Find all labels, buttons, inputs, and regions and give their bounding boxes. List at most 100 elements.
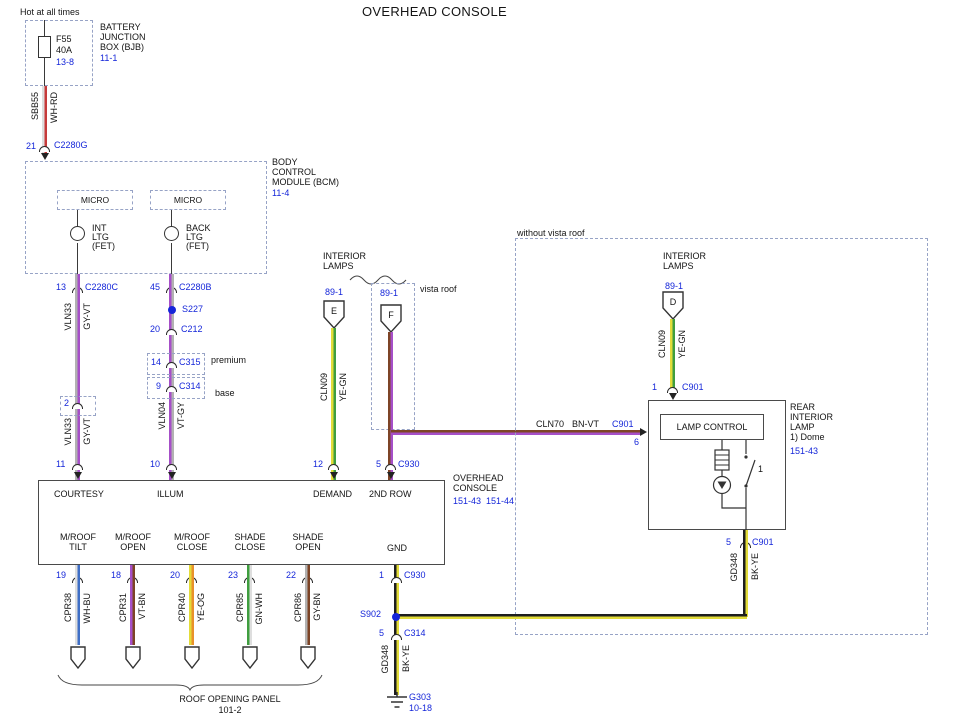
interior-lamps-mid-page: 89-1 — [325, 287, 344, 297]
c314-pin-9: 9 — [156, 381, 162, 391]
wire-vln33-circuit-lower: VLN33 — [63, 418, 73, 446]
bcm-internal-line-4 — [171, 243, 172, 274]
connector-c315-symbol — [166, 362, 177, 368]
console-pin-12: 12 — [313, 459, 324, 469]
wire-cpr85-circuit: CPR85 — [235, 593, 245, 623]
wire-sbb55-color: WH-RD — [49, 92, 59, 123]
wire-cln70-vertical — [388, 332, 393, 480]
console-shade-open-line1: SHADE — [292, 532, 324, 542]
fet1-label-line3: (FET) — [92, 241, 115, 251]
connector-shape — [70, 646, 86, 670]
roof-panel-connector-4 — [242, 646, 258, 670]
wire-cln09-right-color: YE-GN — [677, 330, 687, 359]
console-shade-open-line2: OPEN — [295, 542, 321, 552]
connector-c2280g-symbol — [39, 146, 50, 152]
wire-cpr85 — [247, 565, 252, 645]
wire-vln04-color: VT-GY — [176, 402, 186, 430]
rear-lamp-pin-5: 5 — [726, 537, 732, 547]
connector-c212: C212 — [181, 324, 203, 334]
connector-e-shape — [323, 300, 345, 330]
interior-lamps-right-line2: LAMPS — [663, 261, 694, 271]
fet1-label-line1: INT — [92, 223, 107, 233]
console-mroof-tilt-line1: M/ROOF — [60, 532, 96, 542]
wire-gd348-horizontal — [395, 614, 747, 619]
switch-contact-top — [744, 455, 748, 459]
bcm-pin-13: 13 — [56, 282, 67, 292]
arrow-into-rear-lamp — [640, 428, 647, 436]
console-pin-22: 22 — [286, 570, 297, 580]
splice-s902-dot — [392, 613, 400, 621]
wire-cpr38-color: WH-BU — [82, 593, 92, 624]
console-illum-label: ILLUM — [157, 489, 184, 499]
bcm-box — [25, 161, 267, 274]
rear-lamp-name-line4: 1) Dome — [790, 432, 825, 442]
base-label: base — [215, 388, 235, 398]
inline-connector-box-left — [60, 396, 96, 416]
lamp-led-triangle — [717, 481, 727, 489]
console-pin-10: 10 — [150, 459, 161, 469]
wire-cpr31-circuit: CPR31 — [118, 593, 128, 623]
console-shade-close-label: SHADE CLOSE — [220, 532, 280, 552]
interior-lamps-f-page: 89-1 — [380, 288, 399, 298]
connector-c212-symbol — [166, 329, 177, 335]
fet2-label-line3: (FET) — [186, 241, 209, 251]
bcm-internal-line-1 — [77, 210, 78, 227]
wire-cpr40 — [189, 565, 194, 645]
without-vista-roof-box — [515, 238, 928, 635]
bcm-name-line1: BODY — [272, 157, 298, 167]
wire-sbb55 — [42, 86, 47, 154]
roof-panel-connector-5 — [300, 646, 316, 670]
interior-lamps-mid-line1: INTERIOR — [323, 251, 367, 261]
fet1-label-line2: LTG — [92, 232, 109, 242]
bcm-name-line3: MODULE (BCM) — [272, 177, 339, 187]
ground-g303: G303 — [409, 692, 432, 702]
splice-s227-dot — [168, 306, 176, 314]
connector-c2280c: C2280C — [85, 282, 119, 292]
bcm-internal-line-2 — [171, 210, 172, 227]
roof-panel-connector-3 — [184, 646, 200, 670]
console-pin-10-connector — [166, 464, 177, 470]
overhead-console-box — [38, 480, 445, 565]
hot-at-all-times-label: Hot at all times — [20, 7, 80, 17]
connector-d-symbol: D — [662, 291, 684, 321]
connector-d-letter: D — [670, 297, 677, 307]
console-demand-label: DEMAND — [313, 489, 353, 499]
arrow-into-bcm — [41, 153, 49, 160]
battery-junction-box — [25, 20, 93, 86]
console-gnd-label: GND — [387, 543, 407, 553]
bjb-name-line2: JUNCTION — [100, 32, 146, 42]
wire-sbb55-circuit: SBB55 — [30, 92, 40, 121]
switch-blade — [745, 459, 756, 487]
vista-roof-box — [371, 283, 415, 430]
wire-cpr86 — [305, 565, 310, 645]
bcm-internal-line-3 — [77, 243, 78, 274]
wire-cpr31 — [130, 565, 135, 645]
wire-vln33-circuit-upper: VLN33 — [63, 303, 73, 331]
connector-shape — [242, 646, 258, 670]
bcm-micro-2: MICRO — [150, 190, 226, 210]
connector-c930-bottom: C930 — [404, 570, 426, 580]
wire-cpr86-color: GY-BN — [312, 593, 322, 621]
branch-circuit: CLN70 — [536, 419, 565, 429]
roof-panel-connector-2 — [125, 646, 141, 670]
console-2nd-row-label: 2ND ROW — [369, 489, 412, 499]
ground-symbol — [387, 692, 407, 708]
connector-c901-top-symbol — [667, 387, 678, 393]
bcm-micro-1: MICRO — [57, 190, 133, 210]
connector-c314-ground: C314 — [404, 628, 426, 638]
console-mroof-close-label: M/ROOF CLOSE — [162, 532, 222, 552]
wire-cln09-right-circuit: CLN09 — [657, 330, 667, 359]
console-pin-18: 18 — [111, 570, 122, 580]
console-pin-11: 11 — [56, 459, 66, 469]
wire-gd348-ground-circuit: GD348 — [380, 645, 390, 674]
base-connector-box — [147, 377, 205, 399]
arrow-into-console-5 — [387, 472, 395, 479]
console-pin-23: 23 — [228, 570, 239, 580]
wire-cln09-mid-circuit: CLN09 — [319, 373, 329, 402]
connector-f-symbol: F — [380, 304, 402, 334]
interior-lamps-mid-line2: LAMPS — [323, 261, 354, 271]
connector-shape — [184, 646, 200, 670]
connector-shape — [300, 646, 316, 670]
console-pin-1: 1 — [379, 570, 385, 580]
